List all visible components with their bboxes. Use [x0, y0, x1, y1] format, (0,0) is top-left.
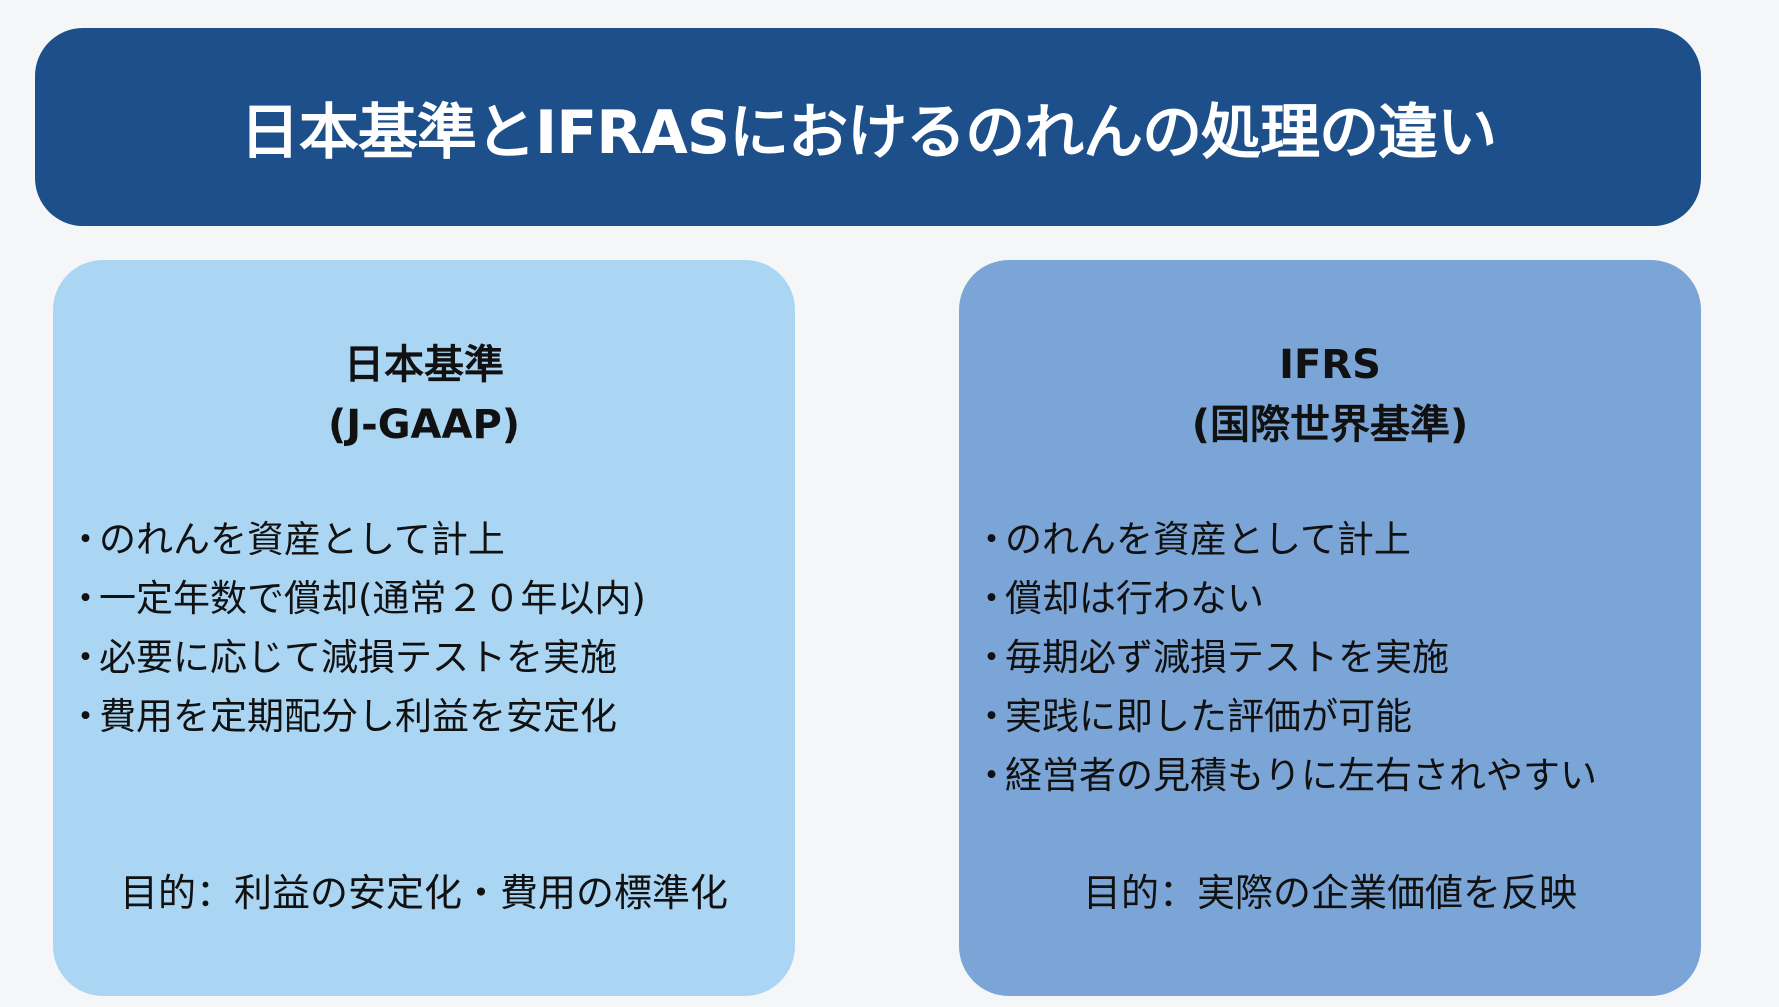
ifrs-heading: IFRS (国際世界基準): [959, 335, 1701, 455]
list-item-text: 一定年数で償却(通常２０年以内): [99, 577, 646, 620]
jgaap-heading-subtitle: (J-GAAP): [327, 402, 521, 448]
list-item-text: 経営者の見積もりに左右されやすい: [1005, 754, 1597, 797]
list-item: ・のれんを資産として計上: [973, 510, 1701, 569]
bullet-icon: ・: [973, 754, 1010, 797]
list-item: ・償却は行わない: [973, 569, 1701, 628]
ifrs-bullet-list: ・のれんを資産として計上 ・償却は行わない ・毎期必ず減損テストを実施 ・実践に…: [973, 510, 1701, 805]
bullet-icon: ・: [973, 518, 1010, 561]
bullet-icon: ・: [67, 577, 104, 620]
bullet-icon: ・: [67, 695, 104, 738]
title-banner: 日本基準とIFRASにおけるのれんの処理の違い: [35, 28, 1701, 226]
bullet-icon: ・: [973, 577, 1010, 620]
ifrs-purpose: 目的：実際の企業価値を反映: [1082, 871, 1577, 915]
bullet-icon: ・: [67, 636, 104, 679]
ifrs-heading-title: IFRS: [1279, 342, 1381, 388]
list-item: ・毎期必ず減損テストを実施: [973, 628, 1701, 687]
list-item: ・経営者の見積もりに左右されやすい: [973, 746, 1701, 805]
list-item-text: 実践に即した評価が可能: [1005, 695, 1412, 738]
jgaap-bullet-list: ・のれんを資産として計上 ・一定年数で償却(通常２０年以内) ・必要に応じて減損…: [67, 510, 795, 746]
list-item: ・のれんを資産として計上: [67, 510, 795, 569]
ifrs-heading-subtitle: (国際世界基準): [1191, 402, 1469, 448]
list-item-text: のれんを資産として計上: [99, 518, 505, 561]
list-item-text: 費用を定期配分し利益を安定化: [99, 695, 617, 738]
list-item-text: 償却は行わない: [1005, 577, 1264, 620]
jgaap-purpose: 目的：利益の安定化・費用の標準化: [119, 871, 728, 915]
list-item: ・必要に応じて減損テストを実施: [67, 628, 795, 687]
list-item-text: 必要に応じて減損テストを実施: [99, 636, 617, 679]
bullet-icon: ・: [973, 636, 1010, 679]
bullet-icon: ・: [67, 518, 104, 561]
list-item-text: のれんを資産として計上: [1005, 518, 1411, 561]
list-item: ・一定年数で償却(通常２０年以内): [67, 569, 795, 628]
jgaap-panel: 日本基準 (J-GAAP) ・のれんを資産として計上 ・一定年数で償却(通常２０…: [53, 260, 795, 996]
page-title: 日本基準とIFRASにおけるのれんの処理の違い: [239, 97, 1497, 168]
bullet-icon: ・: [973, 695, 1010, 738]
list-item-text: 毎期必ず減損テストを実施: [1005, 636, 1449, 679]
list-item: ・費用を定期配分し利益を安定化: [67, 687, 795, 746]
list-item: ・実践に即した評価が可能: [973, 687, 1701, 746]
ifrs-panel: IFRS (国際世界基準) ・のれんを資産として計上 ・償却は行わない ・毎期必…: [959, 260, 1701, 996]
jgaap-heading: 日本基準 (J-GAAP): [53, 335, 795, 455]
jgaap-heading-title: 日本基準: [344, 342, 504, 388]
